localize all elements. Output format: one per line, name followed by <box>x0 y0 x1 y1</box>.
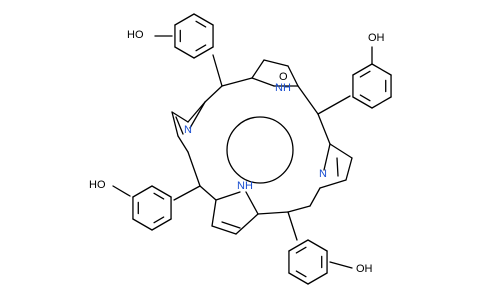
bond-4 <box>193 13 214 26</box>
bond-73 <box>189 101 206 129</box>
bond-52 <box>251 59 265 79</box>
bond-48 <box>177 135 189 153</box>
bond-12 <box>352 63 373 76</box>
bond-59 <box>329 143 353 159</box>
bond-21 <box>132 185 153 198</box>
bond-0 <box>193 46 214 59</box>
hydroxyl-label-bottom-left: HO <box>89 179 106 191</box>
aromatic-ring-circle <box>226 116 294 184</box>
bond-40 <box>212 54 223 87</box>
bond-3 <box>174 13 195 26</box>
bond-9 <box>371 96 392 109</box>
bond-24 <box>153 216 165 224</box>
bond-72 <box>245 191 259 215</box>
bond-47 <box>171 111 179 137</box>
oxygen-label-top: O <box>279 71 288 83</box>
bond-58 <box>317 113 331 145</box>
bond-6 <box>195 44 207 52</box>
bond-18 <box>151 218 172 231</box>
bond-71 <box>215 191 241 201</box>
bond-30 <box>288 239 309 252</box>
nh-label-top: NH <box>275 82 291 94</box>
bond-33 <box>295 270 307 278</box>
bond-51 <box>221 77 253 87</box>
bond-49 <box>187 151 201 187</box>
bond-63 <box>287 205 311 213</box>
bond-64 <box>336 157 339 177</box>
bond-39 <box>329 261 353 269</box>
atom-label-layer: HO OH HO OH N N NH NH O <box>89 29 385 275</box>
bond-38 <box>112 185 131 197</box>
bond-42 <box>173 185 201 201</box>
nitrogen-label-left: N <box>184 124 192 136</box>
bond-60 <box>345 157 353 181</box>
bond-10 <box>352 96 373 109</box>
bond-46 <box>171 111 189 123</box>
bond-34 <box>295 246 307 254</box>
bond-65 <box>199 185 217 201</box>
bond-67 <box>211 225 237 235</box>
bond-54 <box>287 65 299 87</box>
bond-1 <box>174 46 195 59</box>
nh-label-bottom: NH <box>237 180 253 192</box>
hydroxyl-label-top-left: HO <box>127 29 144 41</box>
nitrogen-label-right: N <box>319 168 327 180</box>
bond-27 <box>307 272 328 285</box>
bond-16 <box>359 70 371 78</box>
bond-13 <box>371 63 392 76</box>
bond-53 <box>263 59 289 67</box>
hydroxyl-label-bottom-right: OH <box>356 263 373 275</box>
bond-41 <box>317 95 351 115</box>
bond-70 <box>221 221 241 229</box>
bond-50 <box>175 116 184 135</box>
bond-56 <box>251 77 275 87</box>
bond-8 <box>195 20 207 28</box>
bond-69 <box>257 211 289 215</box>
bond-26 <box>153 192 165 200</box>
bond-62 <box>309 187 321 207</box>
bond-45 <box>187 101 206 123</box>
bond-layer <box>112 13 392 285</box>
bond-15 <box>359 94 371 102</box>
bond-61 <box>319 179 347 189</box>
bond-74 <box>323 143 331 171</box>
bond-31 <box>307 239 328 252</box>
bond-68 <box>235 213 259 235</box>
bond-55 <box>297 85 319 115</box>
bond-19 <box>132 218 153 231</box>
bond-22 <box>151 185 172 198</box>
bond-43 <box>287 211 298 241</box>
bond-44 <box>204 85 223 103</box>
hydroxyl-label-top-right: OH <box>368 32 385 44</box>
bond-66 <box>211 199 217 227</box>
bond-28 <box>288 272 309 285</box>
